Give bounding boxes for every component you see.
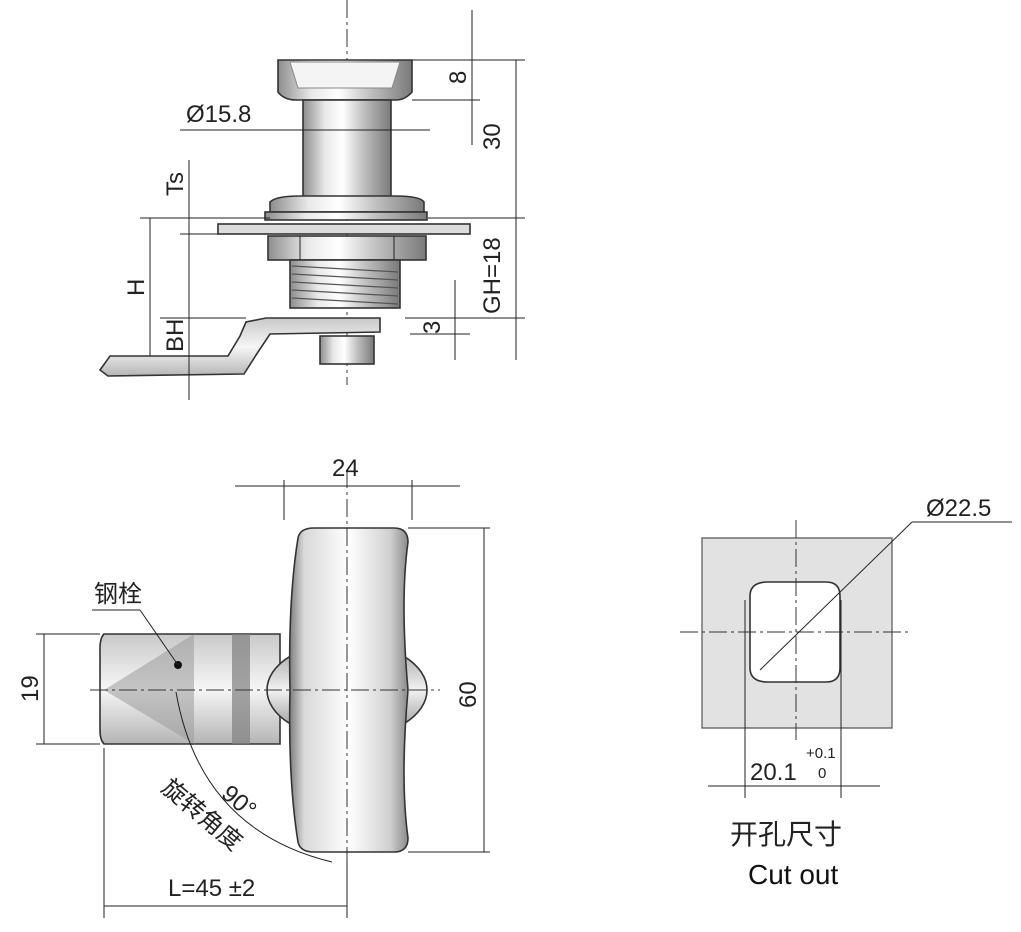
dim-handle-width: 24 bbox=[332, 455, 359, 482]
dim-h: H bbox=[123, 279, 150, 296]
dim-bh: BH bbox=[162, 319, 189, 352]
cam-bevel bbox=[104, 634, 194, 744]
cam-shadow bbox=[232, 634, 250, 744]
caption-en: Cut out bbox=[748, 859, 838, 890]
cutout-hole bbox=[749, 581, 841, 683]
cam-side bbox=[98, 317, 381, 377]
rotation-arc bbox=[175, 691, 333, 863]
tol-lower: 0 bbox=[818, 765, 826, 782]
bottom-nut bbox=[319, 335, 375, 365]
label-steel-pin: 钢栓 bbox=[94, 580, 142, 608]
dim-diameter-side: Ø15.8 bbox=[186, 101, 251, 128]
dim-cutout-width: 20.1 bbox=[750, 759, 797, 786]
head-top-face bbox=[289, 61, 401, 89]
hex-nut bbox=[267, 235, 427, 261]
dim-three: 3 bbox=[419, 321, 446, 334]
tol-upper: +0.1 bbox=[806, 745, 836, 762]
side-view: 8 30 Ø15.8 Ts H BH GH=18 3 bbox=[98, 0, 525, 400]
dim-cutout-diameter: Ø22.5 bbox=[926, 495, 991, 522]
panel bbox=[217, 223, 471, 235]
t-handle bbox=[288, 527, 409, 853]
caption-cn: 开孔尺寸 bbox=[730, 818, 842, 851]
dim-handle-height: 60 bbox=[455, 681, 482, 708]
dim-cam-height: 19 bbox=[17, 675, 44, 702]
washer bbox=[264, 211, 428, 221]
cutout-view: Ø22.5 20.1 +0.1 0 开孔尺寸 Cut out bbox=[680, 495, 1012, 890]
flange bbox=[269, 195, 425, 213]
dim-length: L=45 ±2 bbox=[168, 875, 255, 902]
body-cylinder bbox=[302, 99, 392, 201]
dim-head-height: 8 bbox=[445, 71, 472, 84]
front-view: 24 60 19 钢栓 90° 旋转角度 L=45 ±2 bbox=[17, 455, 490, 918]
threaded-body bbox=[289, 259, 401, 309]
dim-gh: GH=18 bbox=[479, 237, 506, 314]
dim-body-height: 30 bbox=[479, 123, 506, 150]
dim-ts: Ts bbox=[162, 172, 189, 196]
